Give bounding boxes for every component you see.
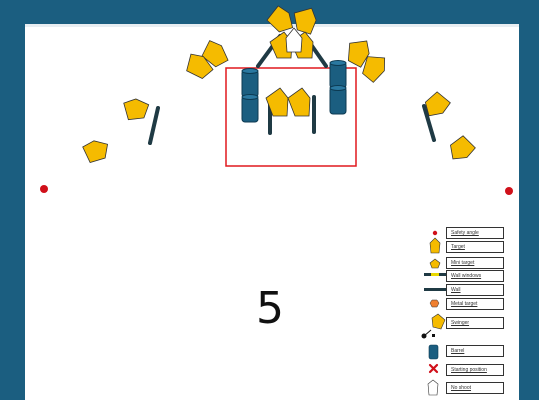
target bbox=[450, 135, 476, 160]
legend-label: No shoot bbox=[446, 382, 504, 394]
legend-item-wall-windows: Wall windows bbox=[418, 269, 504, 283]
field-top-shadow bbox=[25, 24, 519, 27]
stage-number: 5 bbox=[256, 283, 284, 334]
legend-label: Target bbox=[446, 241, 504, 253]
target bbox=[293, 7, 317, 35]
starting-box bbox=[225, 67, 357, 167]
safety-angle-marker-left bbox=[40, 185, 48, 193]
barrel-stack bbox=[241, 68, 259, 123]
target bbox=[201, 40, 229, 68]
legend-icons bbox=[421, 230, 446, 396]
target bbox=[424, 91, 451, 117]
swinger-icon bbox=[421, 313, 446, 339]
legend-label: Mini target bbox=[446, 257, 504, 269]
metal-target-icon bbox=[429, 299, 440, 308]
wall-icon bbox=[424, 288, 446, 291]
wall bbox=[422, 104, 436, 142]
safety-angle-icon bbox=[432, 230, 438, 236]
legend-label: Wall bbox=[446, 284, 504, 296]
no-shoot-target bbox=[285, 27, 303, 53]
legend-label: Metal target bbox=[446, 298, 504, 310]
legend-label: Wall windows bbox=[446, 270, 504, 282]
barrel-stack bbox=[329, 60, 347, 115]
target bbox=[123, 98, 150, 121]
field bbox=[25, 24, 519, 400]
legend-label: Barrel bbox=[446, 345, 504, 357]
target bbox=[266, 5, 294, 33]
legend-item-wall: Wall bbox=[418, 283, 504, 297]
legend-item-no-shoot: No shoot bbox=[418, 381, 504, 395]
legend-label: Safety angle bbox=[446, 227, 504, 239]
legend-item-safety-angle: Safety angle bbox=[418, 226, 504, 240]
target bbox=[287, 87, 311, 117]
target-icon bbox=[429, 237, 441, 254]
legend-item-metal-target: Metal target bbox=[418, 297, 504, 311]
targets bbox=[82, 5, 476, 163]
wall bbox=[148, 106, 160, 145]
wall-window-gap bbox=[431, 273, 439, 276]
legend-item-target: Target bbox=[418, 240, 504, 254]
mini-target-icon bbox=[429, 258, 441, 269]
legend-label: Starting position bbox=[446, 364, 504, 376]
barrel-icon bbox=[428, 344, 439, 360]
target bbox=[362, 56, 386, 83]
legend-item-starting-position: Starting position bbox=[418, 363, 504, 377]
legend-item-swinger: Swinger bbox=[418, 316, 504, 330]
legend-item-mini-target: Mini target bbox=[418, 256, 504, 270]
no-shoot-icon bbox=[427, 379, 439, 396]
target bbox=[82, 140, 109, 163]
safety-angle-marker-right bbox=[505, 187, 513, 195]
legend-item-barrel: Barrel bbox=[418, 344, 504, 358]
barrels bbox=[241, 60, 347, 123]
legend-label: Swinger bbox=[446, 317, 504, 329]
target bbox=[186, 53, 214, 80]
starting-position-icon bbox=[428, 363, 439, 374]
target bbox=[265, 87, 289, 117]
target bbox=[347, 40, 370, 68]
